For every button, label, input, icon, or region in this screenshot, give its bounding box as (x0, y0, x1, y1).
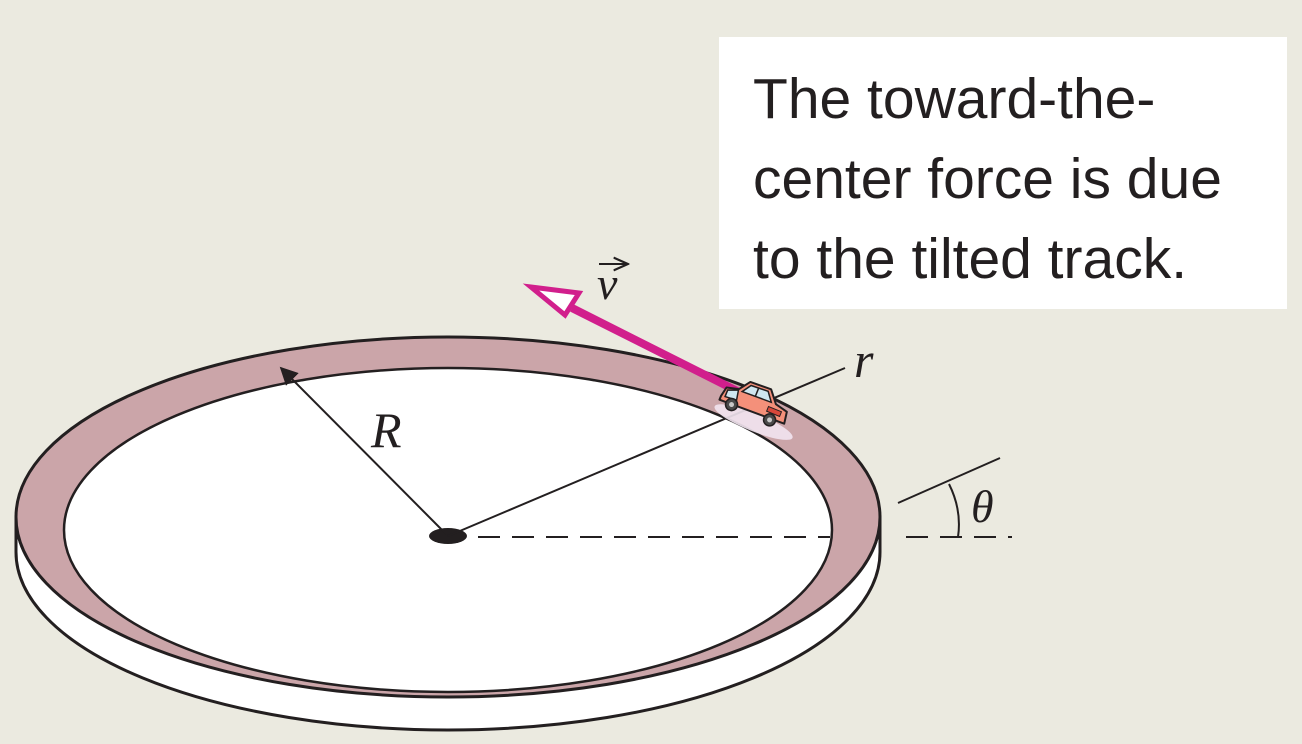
callout-line-1: The toward-the- (753, 67, 1156, 131)
label-angle-theta: θ (971, 481, 994, 532)
velocity-vector (522, 283, 747, 399)
label-radius-r: r (854, 332, 874, 388)
car-icon (714, 380, 793, 440)
explanation-callout: The toward-the- center force is due to t… (719, 37, 1287, 309)
callout-line-3: to the tilted track. (753, 227, 1188, 291)
angle-arc (948, 483, 960, 538)
radius-r-line (447, 367, 846, 537)
tilt-line (897, 457, 1001, 504)
label-radius-R: R (370, 402, 402, 458)
label-velocity: v (597, 258, 618, 309)
radius-R-arrow (279, 366, 449, 537)
callout-line-2: center force is due (753, 147, 1222, 211)
